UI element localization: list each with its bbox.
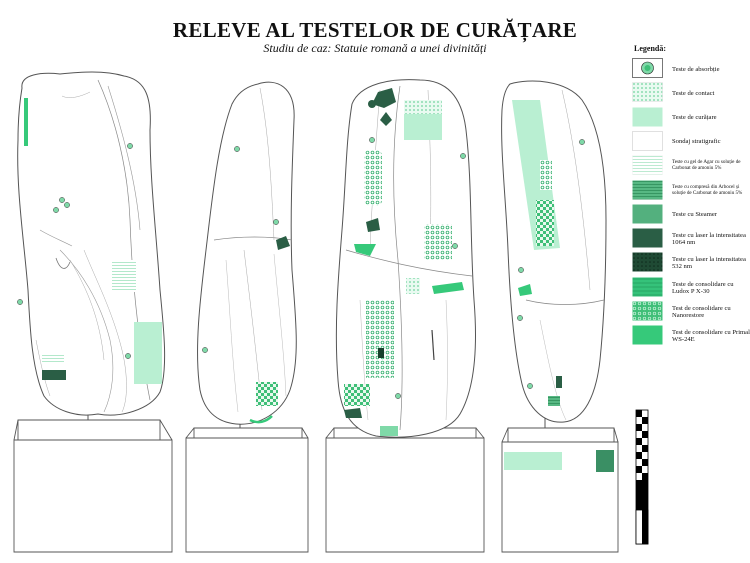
legend-label: Teste de absorbție bbox=[672, 65, 720, 73]
legend-swatch-laser-532-pattern bbox=[632, 252, 663, 272]
legend-label: Test de consolidare cu Nanorestore bbox=[672, 305, 731, 319]
legend-item-steamer-fill: Teste cu Steamer bbox=[632, 204, 750, 226]
legend-label: Teste cu laser la intensitatea 1064 nm bbox=[672, 232, 746, 247]
test-area-nanorestore-2 bbox=[364, 150, 382, 206]
legend-swatch-arbocel-lines bbox=[632, 180, 663, 199]
statue-view-2 bbox=[185, 81, 309, 553]
test-area-cleaning bbox=[134, 322, 162, 384]
test-area-nanorestore bbox=[256, 382, 278, 406]
legend-item-agar-lines: Teste cu gel de Agar cu soluție de Carbo… bbox=[632, 155, 750, 177]
legend-swatch-nanorestore-pattern bbox=[632, 301, 663, 321]
legend-item-stratigraphic-outline: Sondaj stratigrafic bbox=[632, 131, 750, 153]
legend-swatch-absorption-dot bbox=[632, 58, 663, 78]
legend-label: Teste cu laser la intensitatea 532 nm bbox=[672, 256, 746, 271]
legend-label: Teste cu compresă din Arbocel și soluție… bbox=[672, 183, 743, 196]
statue-view-4 bbox=[501, 80, 619, 553]
legend-item-ludox-pattern: Teste de consolidare cu Ludox P X-30 bbox=[632, 277, 750, 299]
legend-label: Teste de contact bbox=[672, 89, 715, 97]
legend-swatch-primal-fill bbox=[632, 325, 663, 345]
legend-item-nanorestore-pattern: Test de consolidare cu Nanorestore bbox=[632, 301, 750, 323]
legend-item-primal-fill: Test de consolidare cu Primal WS-24E bbox=[632, 325, 750, 347]
legend-swatch-cleaning-fill bbox=[632, 107, 663, 127]
statue-view-3 bbox=[325, 79, 485, 553]
test-area-laser-1064 bbox=[42, 370, 66, 380]
legend-label: Teste de consolidare cu Ludox P X-30 bbox=[672, 280, 734, 295]
legend-swatch-contact-pattern bbox=[632, 82, 663, 103]
legend-swatch-ludox-pattern bbox=[632, 277, 663, 297]
legend-label: Teste de curățare bbox=[672, 114, 717, 122]
scale-bar bbox=[635, 409, 649, 545]
page-title: RELEVE AL TESTELOR DE CURĂȚARE bbox=[172, 18, 578, 42]
legend-label: Teste cu gel de Agar cu soluție de Carbo… bbox=[672, 159, 741, 172]
test-area-agar bbox=[112, 260, 136, 292]
legend-label: Sondaj stratigrafic bbox=[672, 138, 721, 146]
legend-swatch-laser-1064-fill bbox=[632, 228, 663, 248]
legend-item-cleaning-fill: Teste de curățare bbox=[632, 107, 750, 129]
legend-label: Teste cu Steamer bbox=[672, 211, 717, 219]
legend-item-arbocel-lines: Teste cu compresă din Arbocel și soluție… bbox=[632, 180, 750, 202]
legend-swatch-stratigraphic-outline bbox=[632, 131, 663, 151]
legend-swatch-steamer-fill bbox=[632, 204, 663, 224]
legend-label: Test de consolidare cu Primal WS-24E bbox=[672, 329, 750, 344]
legend-swatch-agar-lines bbox=[632, 155, 663, 175]
legend-title: Legendă: bbox=[634, 44, 666, 53]
legend-item-laser-1064-fill: Teste cu laser la intensitatea 1064 nm bbox=[632, 228, 750, 250]
legend-item-laser-532-pattern: Teste cu laser la intensitatea 532 nm bbox=[632, 252, 750, 274]
page-subtitle: Studiu de caz: Statuie romană a unei div… bbox=[263, 41, 487, 55]
legend-item-contact-pattern: Teste de contact bbox=[632, 82, 750, 104]
statue-view-1 bbox=[13, 71, 173, 553]
legend-item-absorption-dot: Teste de absorbție bbox=[632, 58, 750, 80]
test-area-primal bbox=[24, 98, 28, 146]
